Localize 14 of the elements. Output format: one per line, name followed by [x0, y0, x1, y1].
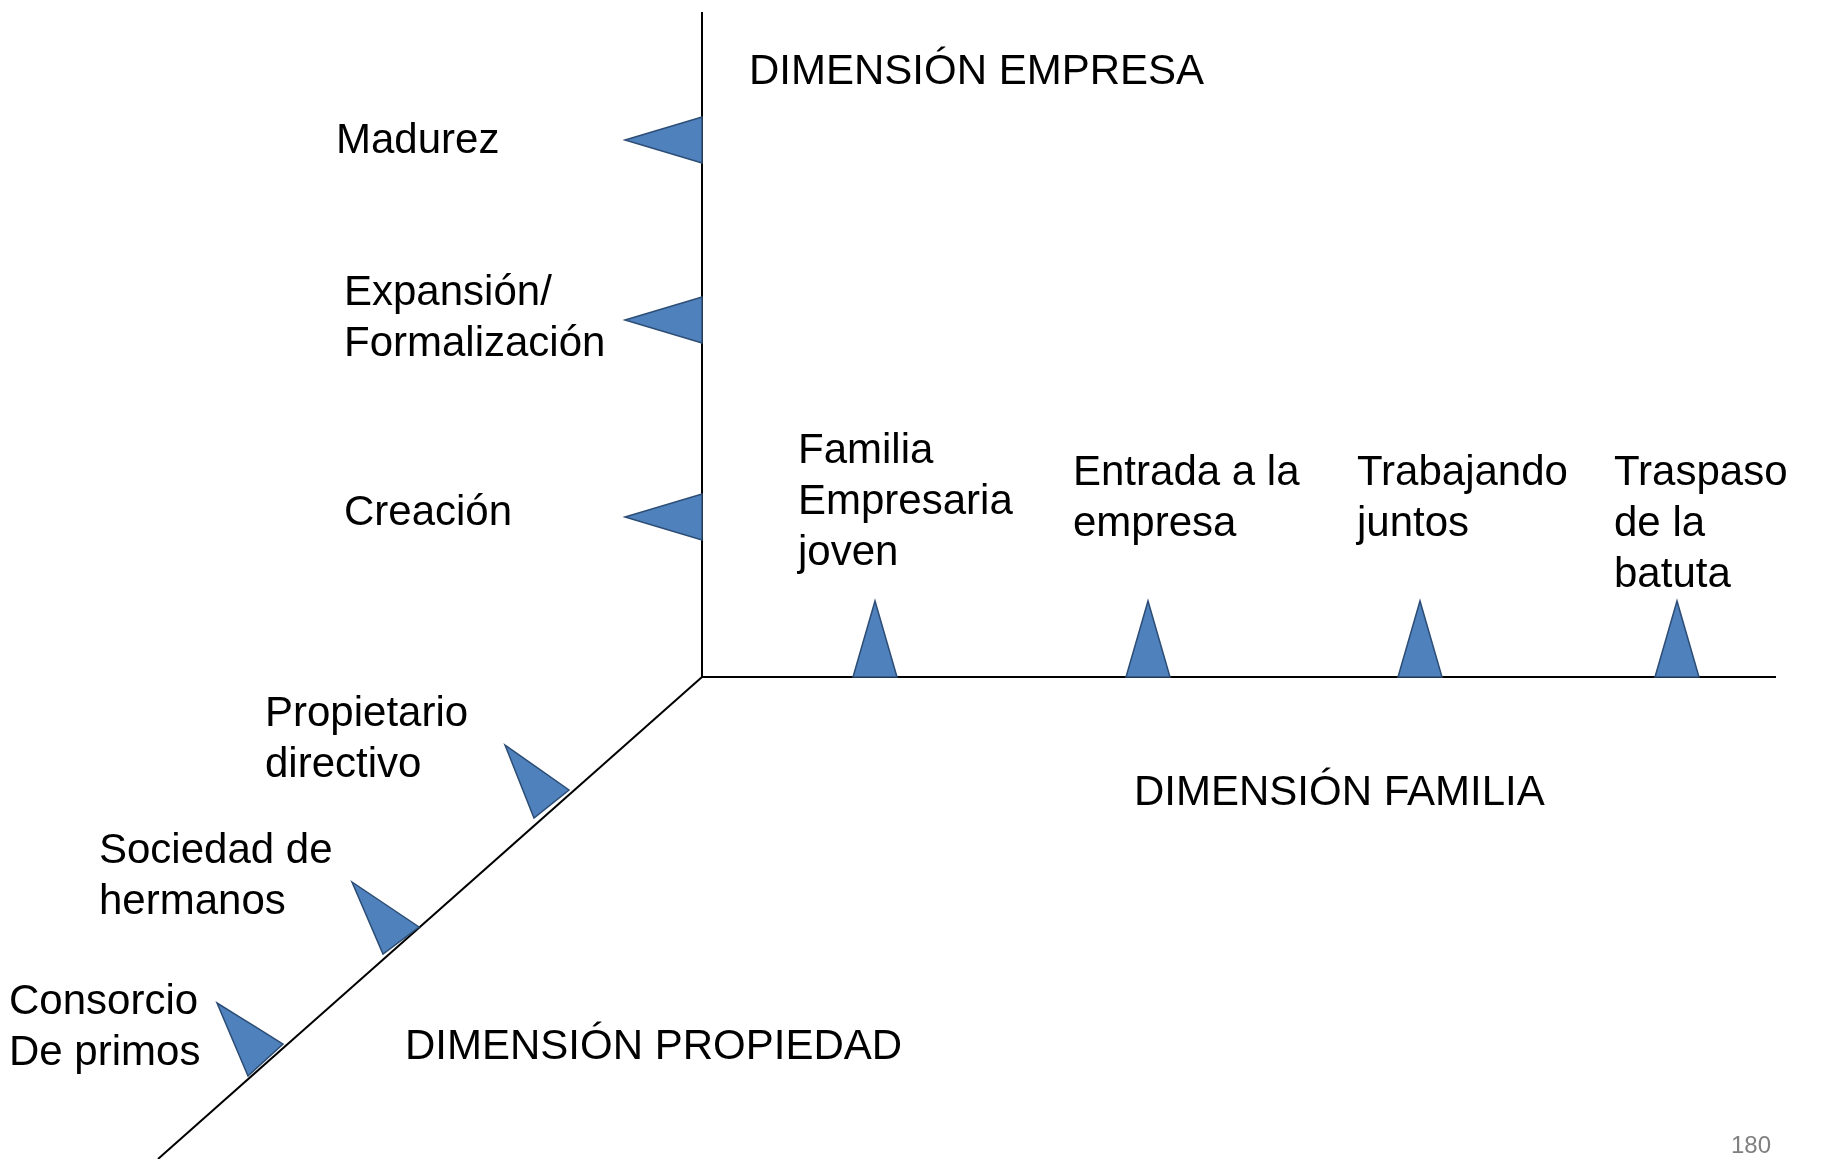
stage-label: Entrada a la empresa [1073, 446, 1301, 547]
stage-label: Consorcio De primos [9, 975, 202, 1076]
stage-label: Madurez [336, 114, 500, 164]
axis-title: DIMENSIÓN FAMILIA [1134, 766, 1545, 816]
page-number: 180 [1731, 1131, 1772, 1159]
stage-label: Expansión/ Formalización [344, 266, 607, 367]
stage-label: Familia Empresaria joven [798, 424, 1014, 576]
stage-label: Sociedad de hermanos [99, 824, 334, 925]
axis-title: DIMENSIÓN PROPIEDAD [405, 1020, 903, 1070]
stage-label: Traspaso de la batuta [1614, 446, 1789, 598]
axis-title: DIMENSIÓN EMPRESA [749, 45, 1205, 95]
stage-label: Propietario directivo [265, 687, 470, 788]
stage-label: Creación [344, 486, 513, 536]
stage-label: Trabajando juntos [1357, 446, 1569, 547]
